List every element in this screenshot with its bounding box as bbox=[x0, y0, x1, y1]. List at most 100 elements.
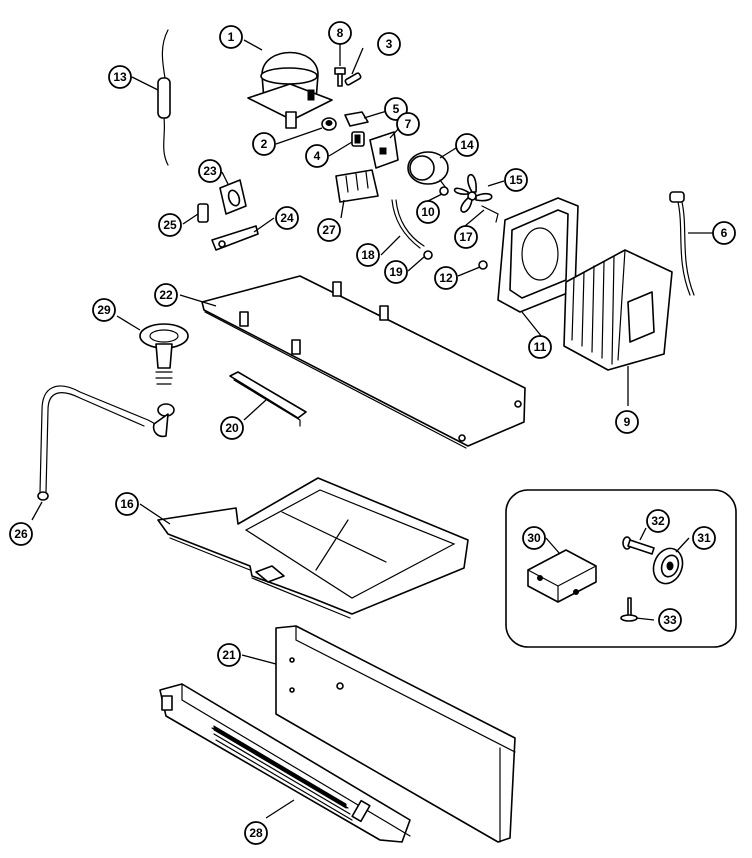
callout-4: 4 bbox=[305, 144, 329, 168]
callout-circle bbox=[384, 260, 408, 284]
callout-number: 3 bbox=[386, 37, 393, 51]
callout-number: 32 bbox=[651, 514, 665, 528]
callout-12: 12 bbox=[434, 266, 458, 290]
callout-10: 10 bbox=[416, 200, 440, 224]
part-13-drier bbox=[157, 29, 171, 166]
part-17-bracket bbox=[481, 205, 499, 223]
part-22-base-plate bbox=[201, 275, 526, 449]
part-27-terminal-block bbox=[335, 169, 379, 203]
part-14-fan-motor bbox=[407, 151, 449, 189]
callout-circle bbox=[504, 168, 528, 192]
callout-number: 18 bbox=[361, 248, 375, 262]
callout-32: 32 bbox=[646, 509, 670, 533]
callout-number: 21 bbox=[222, 648, 236, 662]
part-25-clip bbox=[197, 203, 209, 223]
callout-number: 9 bbox=[624, 415, 631, 429]
callout-31: 31 bbox=[692, 526, 716, 550]
callout-circle bbox=[522, 526, 546, 550]
callout-29: 29 bbox=[92, 298, 116, 322]
callout-number: 24 bbox=[280, 211, 294, 225]
part-19-nut bbox=[423, 250, 433, 260]
callout-circle bbox=[455, 133, 479, 157]
callout-circle bbox=[646, 509, 670, 533]
part-5-overload bbox=[344, 111, 369, 127]
callout-number: 6 bbox=[721, 226, 728, 240]
callout-19: 19 bbox=[384, 260, 408, 284]
part-16-drain-pan bbox=[157, 477, 469, 619]
callout-circle bbox=[9, 522, 33, 546]
callout-circle bbox=[328, 21, 352, 45]
callout-number: 12 bbox=[439, 271, 453, 285]
callout-number: 33 bbox=[663, 613, 677, 627]
callout-number: 4 bbox=[314, 149, 321, 163]
callout-15: 15 bbox=[504, 168, 528, 192]
callout-circle bbox=[154, 283, 178, 307]
callout-number: 7 bbox=[405, 117, 412, 131]
part-20-bracket-bar bbox=[229, 371, 307, 427]
callout-26: 26 bbox=[9, 522, 33, 546]
callout-30: 30 bbox=[522, 526, 546, 550]
part-24-bracket bbox=[211, 225, 259, 251]
callout-circle bbox=[115, 492, 139, 516]
part-11-shroud bbox=[497, 197, 579, 313]
part-9-condenser bbox=[563, 249, 673, 371]
callout-circle bbox=[692, 526, 716, 550]
callout-number: 10 bbox=[421, 205, 435, 219]
callout-13: 13 bbox=[108, 65, 132, 89]
callout-number: 25 bbox=[163, 218, 177, 232]
callout-circle bbox=[220, 416, 244, 440]
callout-circle bbox=[416, 200, 440, 224]
part-31-knob bbox=[652, 547, 684, 585]
callout-14: 14 bbox=[455, 133, 479, 157]
callout-number: 11 bbox=[534, 340, 547, 354]
callout-number: 5 bbox=[393, 102, 400, 116]
callout-8: 8 bbox=[328, 21, 352, 45]
part-6-power-cord bbox=[669, 191, 695, 296]
part-10-nut bbox=[439, 186, 449, 196]
callout-number: 2 bbox=[261, 137, 268, 151]
callout-1: 1 bbox=[219, 25, 243, 49]
callout-circle bbox=[92, 298, 116, 322]
callout-circle bbox=[434, 266, 458, 290]
callout-number: 31 bbox=[697, 531, 711, 545]
callout-27: 27 bbox=[317, 218, 341, 242]
callout-circle bbox=[356, 243, 380, 267]
callout-21: 21 bbox=[217, 643, 241, 667]
callout-9: 9 bbox=[615, 410, 639, 434]
callout-number: 19 bbox=[389, 265, 403, 279]
callout-25: 25 bbox=[158, 213, 182, 237]
part-7-cover bbox=[369, 131, 399, 169]
callout-circle bbox=[305, 144, 329, 168]
part-21-access-cover bbox=[275, 625, 516, 843]
callout-17: 17 bbox=[454, 225, 478, 249]
callout-number: 27 bbox=[322, 223, 336, 237]
callout-2: 2 bbox=[252, 132, 276, 156]
callout-28: 28 bbox=[244, 821, 268, 845]
callout-7: 7 bbox=[396, 112, 420, 136]
callout-circle bbox=[712, 221, 736, 245]
callout-11: 11 bbox=[528, 335, 552, 359]
callout-number: 1 bbox=[228, 30, 235, 44]
callout-labels: 1234567891011121314151617181920212223242… bbox=[9, 21, 736, 845]
callout-24: 24 bbox=[275, 206, 299, 230]
callout-20: 20 bbox=[220, 416, 244, 440]
part-15-fan-blade bbox=[453, 173, 493, 213]
callout-circle bbox=[219, 25, 243, 49]
callout-number: 28 bbox=[249, 826, 263, 840]
callout-16: 16 bbox=[115, 492, 139, 516]
callout-number: 14 bbox=[460, 138, 474, 152]
callout-circle bbox=[158, 213, 182, 237]
callout-22: 22 bbox=[154, 283, 178, 307]
callout-circle bbox=[244, 821, 268, 845]
callout-circle bbox=[317, 218, 341, 242]
callout-33: 33 bbox=[658, 608, 682, 632]
part-28-toe-grille bbox=[159, 683, 411, 843]
callout-number: 30 bbox=[527, 531, 541, 545]
callout-number: 20 bbox=[225, 421, 239, 435]
callout-circle bbox=[377, 32, 401, 56]
callout-circle bbox=[198, 159, 222, 183]
part-12-nut bbox=[478, 260, 488, 270]
callout-number: 13 bbox=[113, 70, 127, 84]
callout-number: 29 bbox=[97, 303, 111, 317]
part-4-relay bbox=[351, 131, 365, 147]
